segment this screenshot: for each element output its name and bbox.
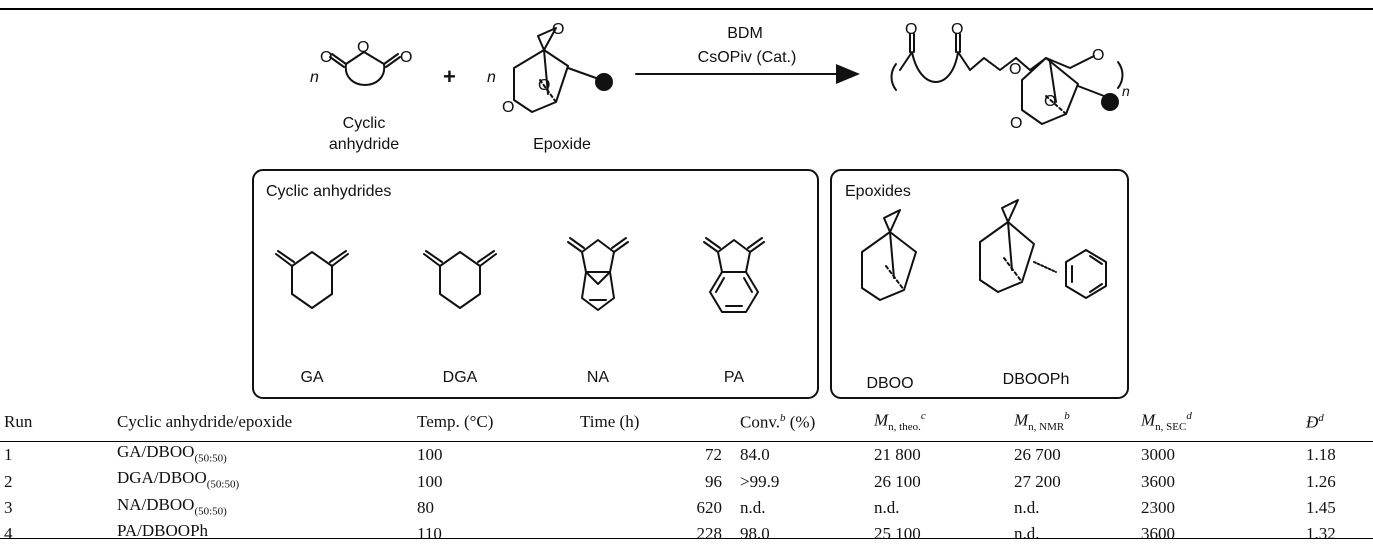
anhydrides-box-title: Cyclic anhydrides [266,183,391,200]
reaction-scheme: n O O O Cyclic anhydride + n O O O Epoxi… [252,21,1130,399]
table-header-row: Run Cyclic anhydride/epoxide Temp. (°C) … [0,403,1373,442]
anhydride-label-line2: anhydride [329,136,399,153]
header-mn-theo: Mn, theo.c [870,403,1010,442]
epoxide-name-dboo: DBOO [866,375,913,392]
header-run: Run [0,403,113,442]
anhydride-label-line1: Cyclic [343,115,386,132]
anhydride-o-left: O [320,49,332,66]
reagent-label: BDM [727,25,763,42]
product-substituent-dot [1101,93,1119,111]
epoxide-o-bridge: O [538,77,550,94]
header-mn-sec: Mn, SECd [1137,403,1302,442]
plus-sign: + [443,64,456,89]
header-time: Time (h) [576,403,736,442]
dboo-ph-structure [979,199,1107,299]
polymer-repeat-label: n [1122,83,1130,99]
epoxide-label: Epoxide [533,136,591,153]
table-row: 3 NA/DBOO(50:50) 80 620 n.d. n.d. n.d. 2… [4,494,1336,518]
polymer-o-ring: O [1010,115,1022,132]
header-pair: Cyclic anhydride/epoxide [113,403,413,442]
epoxide-structure [513,27,597,113]
polymer-o-left: O [905,21,917,38]
bottom-rule [0,538,1373,539]
anhydride-o-right: O [400,49,412,66]
anhydride-name-na: NA [587,369,610,386]
epoxides-box-title: Epoxides [845,183,911,200]
dboo-structure [861,209,917,301]
polymer-o-ester: O [1009,61,1021,78]
results-table: Run Cyclic anhydride/epoxide Temp. (°C) … [0,403,1373,548]
polymer-o-bridge: O [1044,93,1056,110]
anhydride-o-ring: O [357,39,369,56]
dga-structure [423,250,497,309]
polymer-o-right: O [951,21,963,38]
epoxide-o-top: O [552,21,564,38]
anhydrides-box [252,169,819,399]
catalyst-label: CsOPiv (Cat.) [698,49,797,66]
epoxide-count-label: n [487,69,496,86]
header-dispersity: Đd [1302,403,1373,442]
cyclic-anhydride-structure [329,51,401,86]
polymer-structure [890,33,1124,125]
ga-structure [275,250,349,309]
reactant-count-label: n [310,69,319,86]
epoxides-box [830,169,1129,399]
epoxide-o-ring: O [502,99,514,116]
anhydride-name-pa: PA [724,369,744,386]
anhydride-name-ga: GA [300,369,323,386]
top-rule [0,8,1373,10]
header-temp: Temp. (°C) [413,403,576,442]
header-conv: Conv.b (%) [736,403,870,442]
table-row: 1 GA/DBOO(50:50) 100 72 84.0 21 800 26 7… [4,442,1336,465]
anhydride-name-dga: DGA [443,369,478,386]
polymer-o-chain: O [1092,47,1104,64]
epoxide-name-dboo-ph: DBOOPh [1003,371,1070,388]
table-row: 2 DGA/DBOO(50:50) 100 96 >99.9 26 100 27… [4,468,1336,491]
substituent-dot [595,73,613,91]
header-mn-nmr: Mn, NMRb [1010,403,1137,442]
na-structure [567,237,629,311]
pa-structure [703,237,765,313]
